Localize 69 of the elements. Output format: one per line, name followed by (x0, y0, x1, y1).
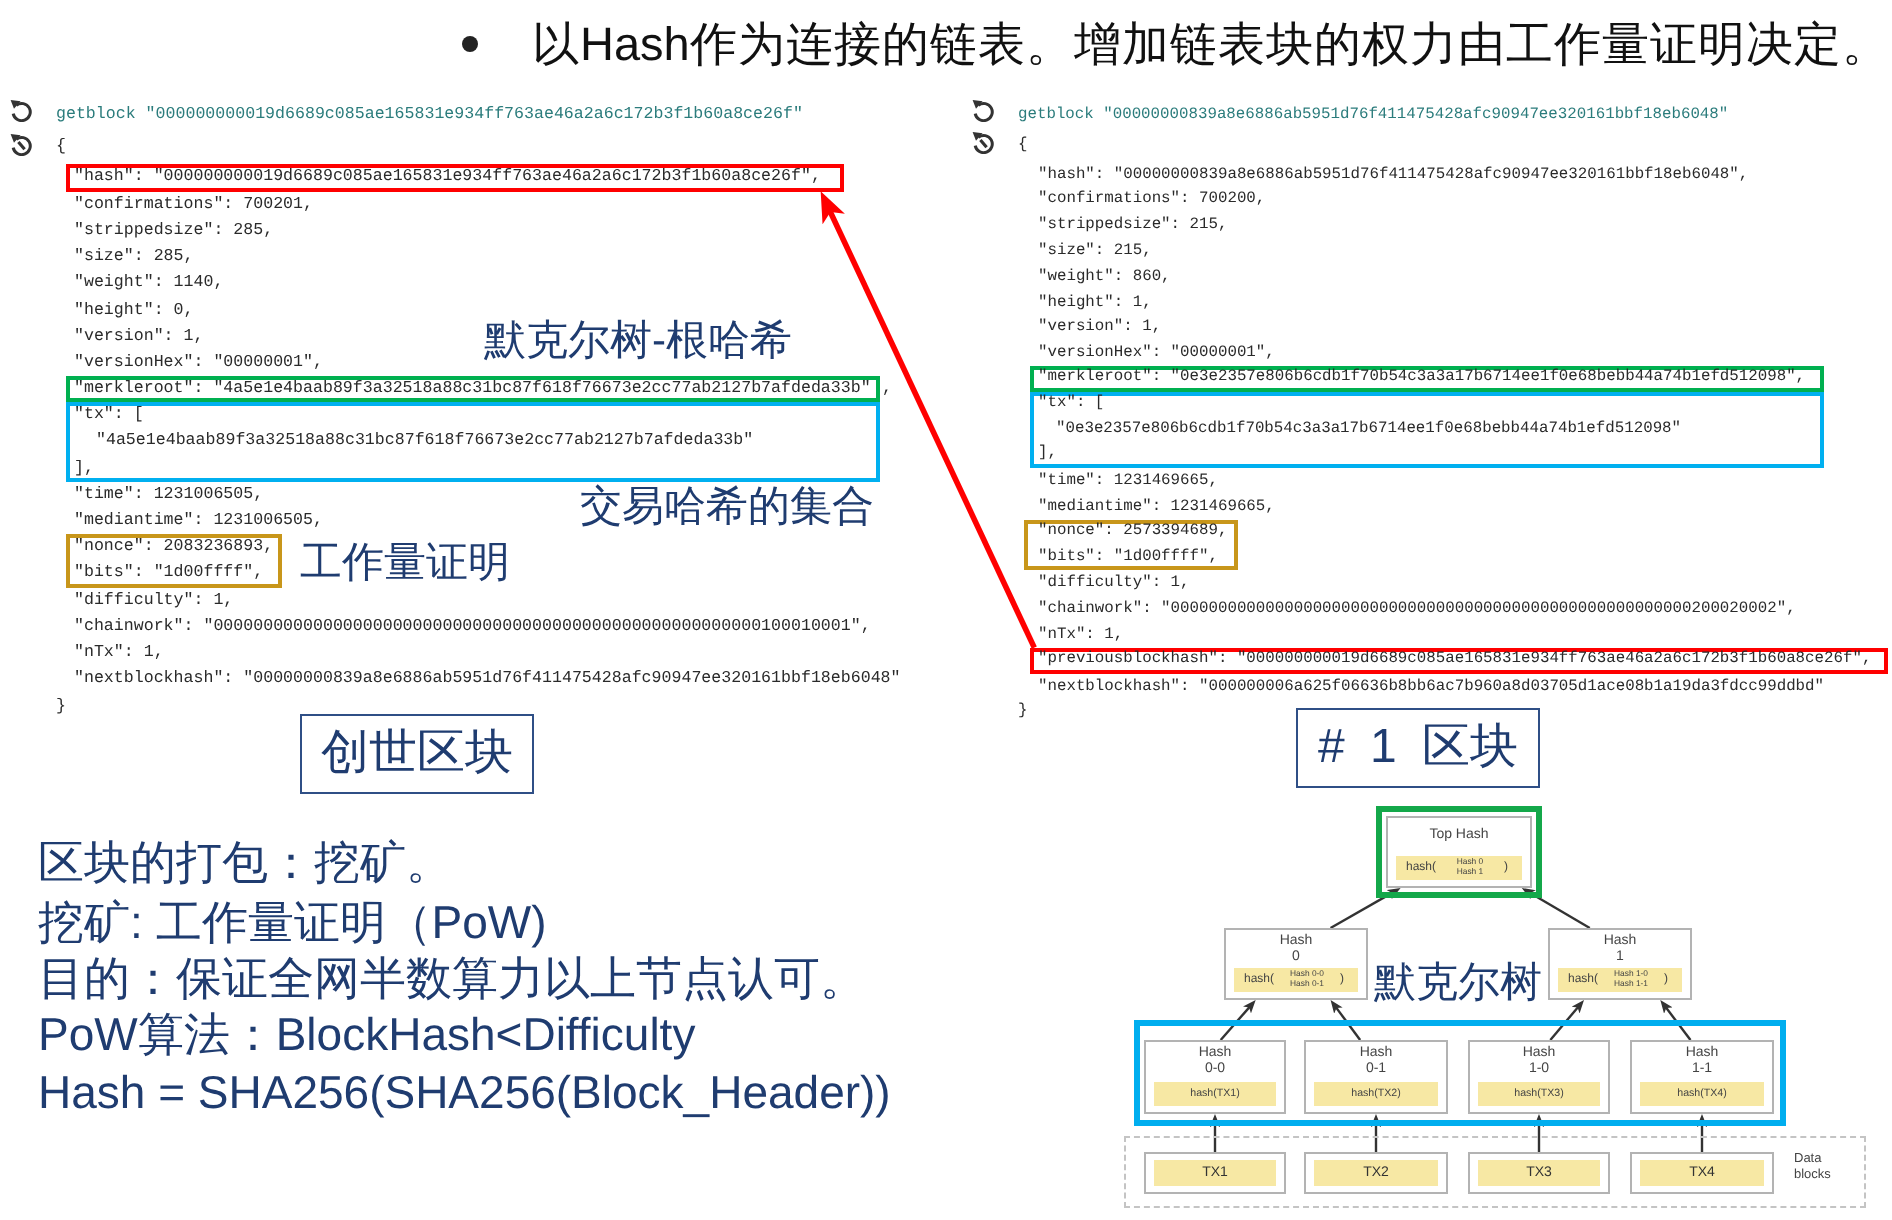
title: 以Hash作为连接的链表。增加链表块的权力由工作量证明决定。 (532, 16, 1890, 72)
code-line: "confirmations": 700201, (74, 195, 313, 214)
code-line: "bits": "1d00ffff", (74, 564, 264, 584)
hash-node-box (1548, 928, 1692, 1000)
code-line: "nonce": 2083236893, (74, 538, 274, 557)
arrow (820, 191, 1037, 649)
note-text: 挖矿: 工作量证明（PoW) (38, 894, 547, 950)
annotation-text: 工作量证明 (300, 542, 510, 586)
hash-node-box (1144, 1040, 1286, 1114)
note-text: 目的：保证全网半数算力以上节点认可。 (38, 950, 866, 1006)
highlight-frame (1024, 519, 1238, 571)
data-box (1630, 1152, 1774, 1194)
highlight-frame (66, 376, 880, 403)
arrow (1329, 888, 1401, 930)
annotation-text: 交易哈希的集合 (580, 486, 874, 530)
note-text: 区块的打包：挖矿。 (38, 834, 452, 890)
arrow (1330, 1000, 1362, 1041)
block-label: # 1 区块 (1317, 720, 1519, 776)
highlight-frame (66, 164, 844, 192)
highlight-frame (1134, 1020, 1786, 1126)
highlight-frame (1030, 391, 1824, 469)
code-line: "size": 285, (74, 248, 194, 267)
annotation-text: 默克尔树-根哈希 (484, 320, 792, 364)
command-line: getblock "000000000019d6689c085ae165831e934ff763ae46a2a6c172b3f1b60a8ce26f" (56, 105, 803, 124)
code-line: "versionHex": "00000001", (74, 353, 323, 372)
note-text: PoW算法：BlockHash<Difficulty (38, 1006, 696, 1062)
arrow (1219, 1000, 1256, 1041)
code-line: ], (74, 459, 94, 478)
hash-node-box (1224, 928, 1368, 1000)
code-line: "mediantime": 1231006505, (74, 512, 323, 531)
data-box (1144, 1152, 1286, 1194)
arrow (1696, 1114, 1708, 1152)
arrow (1549, 1000, 1584, 1041)
code-line: "tx": [ (74, 406, 144, 425)
code-line: "strippedsize": 285, (74, 221, 274, 240)
code-line: { (56, 137, 66, 156)
highlight-frame (1030, 366, 1824, 392)
highlight-frame (66, 534, 282, 588)
code-line: "merkleroot": "4a5e1e4baab89f3a32518a88c31bc87f618f76673e2cc77ab2127b7afdeda33b" (74, 380, 871, 399)
code-line: "hash": "000000000019d6689c085ae165831e934ff763ae46a2a6c172b3f1b60a8ce26f", (74, 168, 821, 188)
hash-node-box (1304, 1040, 1448, 1114)
data-box (1468, 1152, 1610, 1194)
code-line: "version": 1, (74, 327, 204, 346)
code-line: "nextblockhash": "00000000839a8e6886ab5951d76f411475428afc90947ee320161bbf18eb6048" (74, 670, 901, 689)
block-label: 创世区块 (321, 726, 513, 782)
code-line: , (882, 380, 892, 399)
hash-node-box (1468, 1040, 1610, 1114)
note-text: Hash = SHA256(SHA256(Block_Header)) (38, 1064, 891, 1120)
hash-node-box (1630, 1040, 1774, 1114)
arrow (1533, 1114, 1545, 1152)
code-line: "difficulty": 1, (74, 591, 234, 610)
code-line: "time": 1231006505, (74, 485, 264, 504)
highlight-frame (66, 402, 880, 482)
label-box (1296, 708, 1540, 788)
arrow (1660, 1000, 1692, 1041)
annotation-text: 默克尔树 (1374, 962, 1542, 1006)
code-line: } (56, 697, 66, 715)
data-box (1304, 1152, 1448, 1194)
code-line: "nTx": 1, (74, 644, 164, 663)
arrow (1209, 1114, 1221, 1152)
code-line: "4a5e1e4baab89f3a32518a88c31bc87f618f76673e2cc77ab2127b7afdeda33b" (96, 432, 754, 452)
code-line: "height": 0, (74, 301, 194, 319)
arrow (1521, 888, 1591, 930)
dashed-frame (1124, 1136, 1866, 1208)
arrow (1370, 1114, 1382, 1152)
highlight-frame (1030, 647, 1888, 674)
code-line: "chainwork": "0000000000000000000000000000000000000000000000000000000100010001", (74, 617, 871, 636)
code-line: "weight": 1140, (74, 274, 224, 293)
label-box (300, 714, 534, 794)
